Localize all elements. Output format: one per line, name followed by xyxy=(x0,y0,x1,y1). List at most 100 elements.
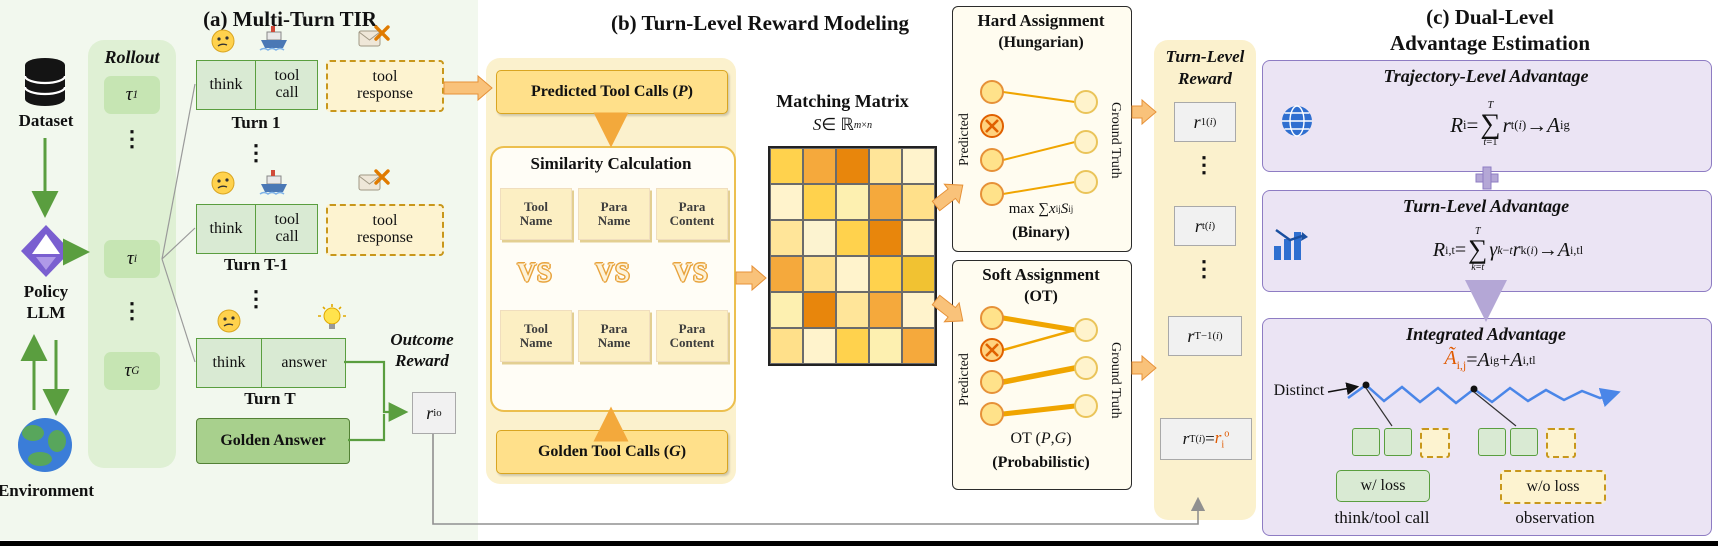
tau-dots-2: ⋮ xyxy=(121,298,143,323)
matrix-cell xyxy=(770,256,803,292)
matrix-cell xyxy=(770,184,803,220)
policy-label: Policy xyxy=(23,282,69,301)
reward-col-header-2: Reward xyxy=(1178,69,1232,88)
policy-llm-icon xyxy=(20,224,72,283)
matching-matrix-grid xyxy=(768,146,937,366)
matrix-cell xyxy=(902,184,935,220)
think-toolcall-caption: think/tool call xyxy=(1334,508,1430,527)
turnT-think-answer-box: think answer xyxy=(196,338,346,388)
turn-advantage-title: Turn-Level Advantage xyxy=(1402,195,1570,216)
matrix-cell xyxy=(869,256,902,292)
figure-bottom-rule xyxy=(0,541,1718,546)
turnT1-label: Turn T-1 xyxy=(223,255,289,274)
hard-to-reward-arrow xyxy=(1131,98,1157,126)
lightbulb-icon xyxy=(318,304,346,339)
soft-to-reward-arrow xyxy=(1131,354,1157,382)
matrix-cell xyxy=(836,328,869,364)
panel-a-title: (a) Multi-Turn TIR xyxy=(203,6,377,31)
think-square xyxy=(1352,428,1380,456)
matrix-cell xyxy=(869,184,902,220)
matrix-cell xyxy=(803,148,836,184)
outcome-reward-label-2: Reward xyxy=(395,351,449,370)
tau-dots-1: ⋮ xyxy=(121,126,143,151)
tool-ship-icon xyxy=(258,166,290,201)
panel-c-title-line1: (c) Dual-Level xyxy=(1426,4,1554,29)
soft-probabilistic-tag: (Probabilistic) xyxy=(992,454,1090,471)
thinking-face-icon xyxy=(210,28,236,59)
golden-answer-box: Golden Answer xyxy=(196,418,350,464)
matrix-cell xyxy=(869,220,902,256)
soft-assignment-title: Soft Assignment xyxy=(982,265,1100,284)
matrix-cell xyxy=(902,292,935,328)
matrix-cell xyxy=(770,220,803,256)
matching-matrix-title: Matching Matrix xyxy=(776,90,909,111)
matrix-cell xyxy=(836,184,869,220)
turn-advantage-box xyxy=(1262,190,1712,292)
observation-square xyxy=(1420,428,1450,458)
matrix-cell xyxy=(902,256,935,292)
observation-square xyxy=(1546,428,1576,458)
environment-globe-icon xyxy=(16,416,74,479)
turnT-label: Turn T xyxy=(244,389,296,408)
response-mail-x-icon xyxy=(358,24,390,57)
trajectory-advantage-title: Trajectory-Level Advantage xyxy=(1383,65,1589,86)
tool-ship-icon xyxy=(258,22,290,57)
rollout-label: Rollout xyxy=(104,46,160,67)
soft-ground-truth-label: Ground Truth xyxy=(1108,341,1123,419)
panel-c-title-line2: Advantage Estimation xyxy=(1389,30,1591,55)
observation-caption: observation xyxy=(1515,508,1595,527)
database-icon xyxy=(22,56,68,113)
matrix-cell xyxy=(836,292,869,328)
turnT-answer-cell: answer xyxy=(261,339,346,387)
dataset-label: Dataset xyxy=(18,111,74,130)
matrix-cell xyxy=(902,148,935,184)
turnT1-think-cell: think xyxy=(209,219,243,237)
vs-label-1: VS xyxy=(517,258,553,287)
hard-assignment-subtitle: (Hungarian) xyxy=(998,34,1084,51)
soft-formula: OT (P, G) xyxy=(1010,430,1072,447)
matrix-cell xyxy=(803,184,836,220)
matrix-cell xyxy=(836,220,869,256)
reward-dots-1: ⋮ xyxy=(1193,152,1215,177)
matrix-cell xyxy=(902,328,935,364)
hard-predicted-label: Predicted xyxy=(957,113,972,167)
matrix-cell xyxy=(803,292,836,328)
w-loss-legend-box: w/ loss xyxy=(1336,470,1430,502)
turn1-think-cell: think xyxy=(209,75,243,93)
toolcall-square xyxy=(1384,428,1412,456)
similarity-title: Similarity Calculation xyxy=(530,154,692,173)
trajectory-advantage-box xyxy=(1262,60,1712,172)
outcome-reward-label-1: Outcome xyxy=(390,330,454,349)
turnT-think-cell: think xyxy=(212,353,246,371)
soft-assignment-subtitle: (OT) xyxy=(1024,288,1058,305)
matrix-cell xyxy=(869,292,902,328)
globe-icon xyxy=(1280,104,1314,143)
matrix-cell xyxy=(803,328,836,364)
response-mail-x-icon xyxy=(358,168,390,201)
vs-label-2: VS xyxy=(595,258,631,287)
distinct-label: Distinct xyxy=(1273,382,1325,399)
matrix-cell xyxy=(869,148,902,184)
similarity-to-matrix-arrow xyxy=(735,264,767,292)
